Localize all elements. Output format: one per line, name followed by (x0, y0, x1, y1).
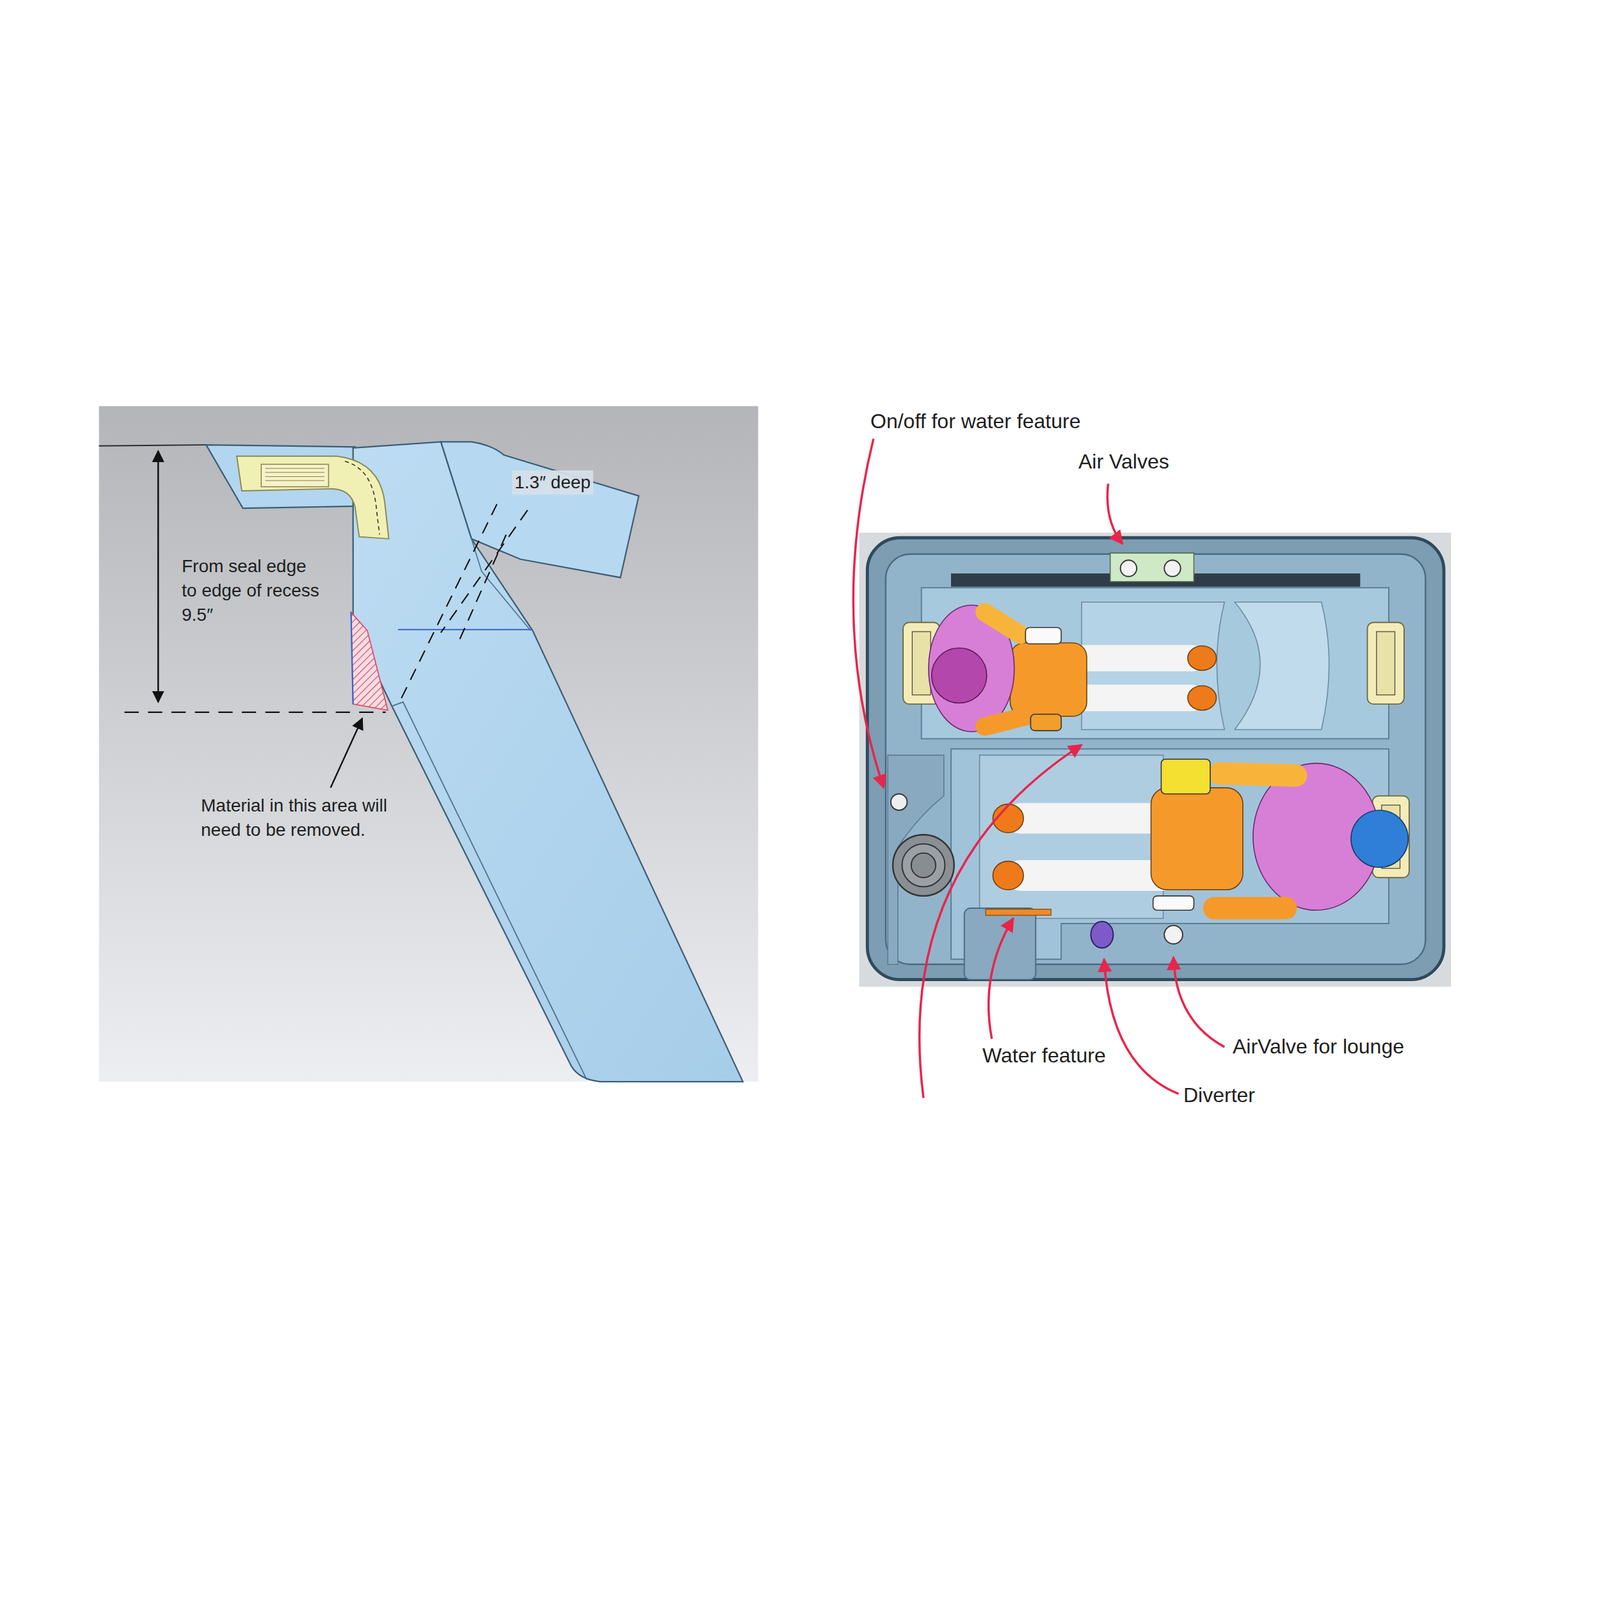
seat-contour (979, 755, 1164, 919)
occupant-figure (992, 759, 1408, 911)
recess-line (458, 534, 507, 643)
figure-limb (1214, 896, 1286, 920)
grille-line (265, 476, 325, 477)
extension-line (124, 711, 386, 713)
figure-hand (1153, 896, 1195, 911)
figure-hand (1025, 627, 1062, 645)
air-valve (1164, 925, 1183, 944)
diverter (1090, 921, 1113, 948)
valve-plate (1110, 552, 1195, 582)
callout-arrow (853, 439, 884, 788)
recess-line (440, 510, 528, 633)
edge-line (391, 702, 587, 1080)
callout-label: Diverter (1183, 1082, 1256, 1108)
section-line (350, 612, 353, 704)
callout-label: Air Valves (1078, 448, 1170, 475)
callout-arrow (988, 918, 1014, 1039)
section-view (99, 406, 759, 1082)
figure-hand (1160, 759, 1211, 794)
figure-hips (1009, 642, 1087, 717)
panel-background (858, 532, 1451, 987)
callout-label: On/off for water feature (870, 408, 1081, 434)
figure-foot (1187, 645, 1217, 671)
figure-limb (1020, 803, 1163, 834)
jet-grille (261, 464, 329, 487)
figure-head (1351, 810, 1408, 868)
grille-line (265, 467, 325, 469)
figure-limb (984, 716, 1026, 727)
callout-arrow (1104, 959, 1179, 1094)
panel-background (99, 406, 759, 1082)
figure-foot (1187, 685, 1217, 710)
figure-hand (1030, 714, 1062, 731)
water-feature (985, 909, 1051, 916)
seat-contour (1234, 602, 1329, 730)
spa-rim (885, 554, 1426, 965)
jet-grille (1376, 631, 1396, 696)
occupant-figure (928, 604, 1217, 732)
jet-fitting (236, 456, 390, 539)
seat-contour (1081, 602, 1225, 730)
on-off-button (890, 793, 908, 811)
air-valve (1164, 560, 1181, 577)
spa-top-view (853, 439, 1451, 1099)
grille-line (265, 480, 325, 481)
recess-line (401, 504, 498, 700)
callout-label: Water feature (982, 1042, 1106, 1069)
leader-arrow (330, 718, 363, 788)
air-valve (1120, 560, 1138, 577)
dimension-label: From seal edge to edge of recess 9.5″ (181, 554, 323, 628)
figure-hips (1150, 787, 1243, 890)
figure-limb (1081, 684, 1192, 712)
hidden-line (344, 461, 380, 536)
filter-cap (892, 834, 955, 896)
lounge-seat (921, 587, 1389, 739)
filter-cap (901, 844, 945, 888)
grille-line (265, 472, 325, 473)
shell-wall (353, 441, 744, 1082)
callout-arrow (1173, 957, 1225, 1048)
jet-fitting (1367, 622, 1404, 705)
figure-foot (992, 861, 1024, 891)
filter-cap (911, 853, 936, 878)
dimension-label: 1.3″ deep (512, 470, 594, 495)
removal-area (350, 612, 388, 711)
note-text: Material in this area will need to be re… (200, 793, 399, 843)
figure-limb (1081, 645, 1192, 672)
callout-arrow (1107, 483, 1122, 544)
section-line (398, 629, 533, 631)
deck-line (99, 444, 207, 447)
dimension-arrow (157, 451, 160, 703)
figure-limb (1219, 773, 1296, 776)
edge-line (471, 538, 531, 631)
figure-head (931, 647, 987, 703)
figure-limb (984, 612, 1021, 635)
figure-limb (1020, 860, 1163, 891)
jet-grille (912, 631, 931, 696)
callout-label: AirValve for lounge (1232, 1033, 1405, 1060)
spa-shell (867, 537, 1444, 980)
